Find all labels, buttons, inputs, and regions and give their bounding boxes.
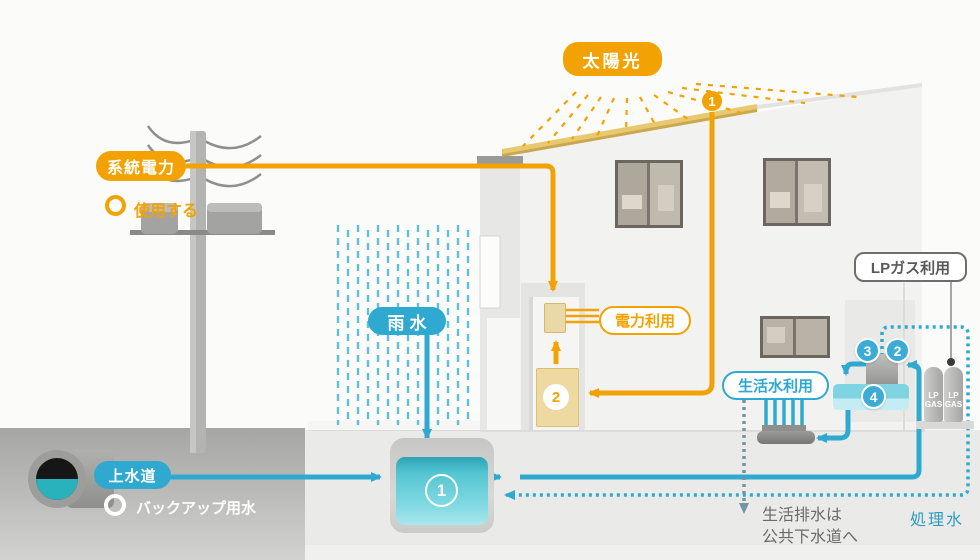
electricity-use-label: 電力利用 (599, 306, 691, 335)
gas-cylinder-text: GAS (944, 400, 963, 409)
backup-water-label: バックアップ用水 (136, 500, 257, 517)
heater-badge-left: 3 (855, 338, 880, 363)
terrace-edge (308, 421, 483, 431)
water-main-opening (36, 458, 78, 500)
window-lower (760, 316, 830, 358)
bath-to-faucet-line (816, 408, 851, 443)
power-conditioner-badge: 2 (543, 384, 569, 410)
window-upstairs-left (615, 160, 683, 228)
bathtub-badge: 4 (861, 384, 886, 409)
lp-gas-use-label: LPガス利用 (854, 252, 967, 282)
solar-roof-badge: 1 (702, 91, 722, 111)
solar-label: 太陽光 (563, 42, 662, 76)
window-upstairs-right (763, 158, 831, 226)
gas-cylinder-1: LP GAS (924, 367, 943, 422)
water-supply-label: 上水道 (94, 461, 171, 489)
gas-cylinder-text: LP (948, 391, 959, 400)
grid-power-line (186, 163, 558, 292)
use-legend-circle-icon (105, 195, 126, 216)
heater-to-bath-line (841, 361, 866, 376)
distribution-box (544, 303, 566, 333)
lp-gas-leader-line (947, 281, 955, 366)
gas-cylinder-text: GAS (924, 400, 943, 409)
faucet-manifold (757, 431, 815, 444)
gas-platform (916, 421, 974, 429)
rainwater-tank-badge: 1 (425, 474, 458, 507)
use-legend-label: 使用する (134, 203, 199, 220)
wastewater-note-line2: 公共下水道へ (762, 529, 859, 546)
rain-label: 雨水 (368, 307, 446, 335)
gas-cylinder-2: LP GAS (944, 367, 963, 422)
wastewater-note-line1: 生活排水は (762, 507, 843, 524)
domestic-water-use-label: 生活水利用 (722, 371, 829, 400)
heater-badge-right: 2 (885, 338, 910, 363)
treated-water-label: 処理水 (910, 512, 965, 529)
house (477, 83, 922, 430)
faucet-stubs (762, 425, 806, 433)
faucet-pipes (764, 399, 804, 428)
gas-cylinder-text: LP (928, 391, 939, 400)
grid-power-label: 系統電力 (96, 151, 186, 181)
solar-power-line (551, 112, 715, 398)
wastewater-note: 生活排水は 公共下水道へ (762, 505, 858, 549)
backup-water-circle-icon (104, 494, 126, 516)
